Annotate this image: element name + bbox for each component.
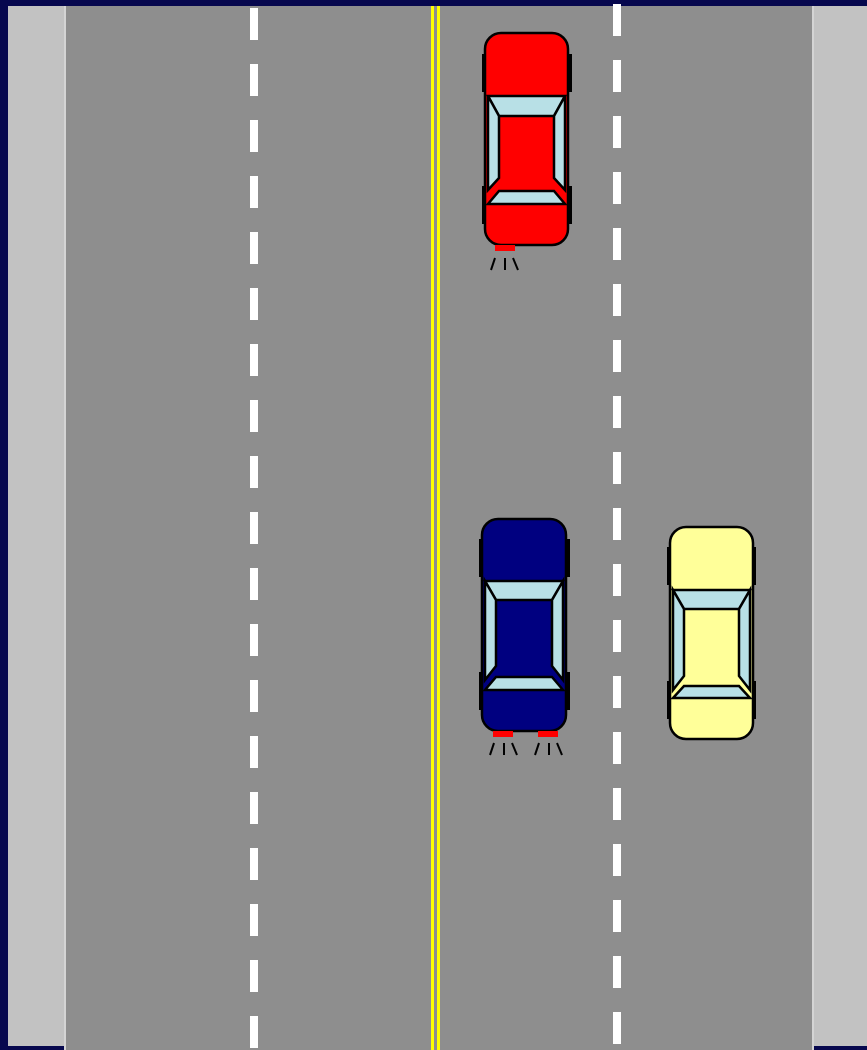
front-windshield: [673, 590, 750, 609]
front-windshield: [488, 96, 565, 116]
red-car: [482, 33, 572, 270]
navy-car: [479, 519, 570, 755]
right-window: [739, 590, 750, 690]
rear-window: [485, 677, 563, 690]
yellow-car: [667, 527, 756, 739]
rear-window: [673, 686, 750, 698]
right-shoulder: [812, 6, 867, 1046]
right-window: [552, 581, 563, 680]
rear-window: [488, 191, 565, 204]
brake-light: [538, 731, 558, 737]
brake-light: [495, 245, 515, 251]
left-window: [485, 581, 496, 680]
brake-light: [493, 731, 513, 737]
left-shoulder: [8, 6, 66, 1046]
front-windshield: [485, 581, 563, 600]
left-window: [673, 590, 684, 690]
